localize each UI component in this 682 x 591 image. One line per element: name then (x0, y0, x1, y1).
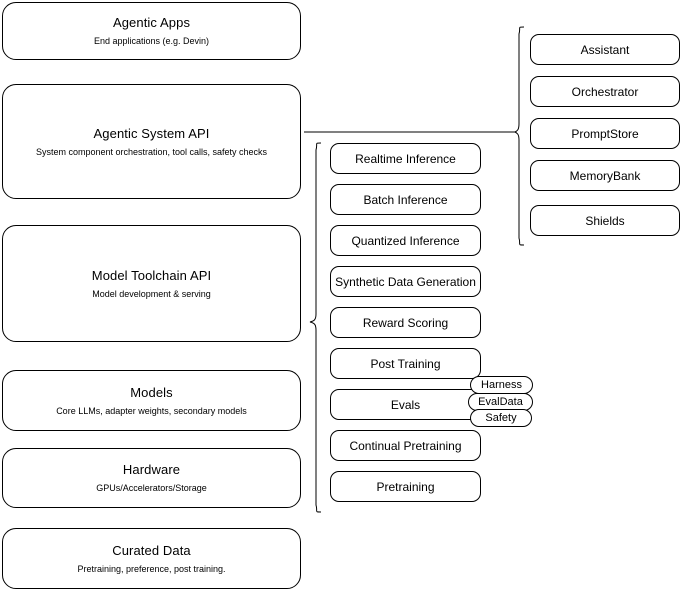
capability-label: Synthetic Data Generation (335, 274, 476, 289)
layer-title: Agentic System API (93, 125, 210, 141)
capability-reward-scoring[interactable]: Reward Scoring (330, 307, 481, 338)
eval-tag-safety[interactable]: Safety (470, 409, 532, 427)
layer-title: Model Toolchain API (91, 267, 212, 283)
component-label: Assistant (580, 42, 630, 57)
capability-synthetic-data-generation[interactable]: Synthetic Data Generation (330, 266, 481, 297)
layer-card-hardware[interactable]: Hardware GPUs/Accelerators/Storage (2, 448, 301, 508)
capability-label: Post Training (370, 356, 441, 371)
eval-tag-label: EvalData (478, 396, 523, 408)
layer-subtitle: End applications (e.g. Devin) (93, 36, 210, 46)
capability-pretraining[interactable]: Pretraining (330, 471, 481, 502)
layer-card-model-toolchain-api[interactable]: Model Toolchain API Model development & … (2, 225, 301, 342)
layer-subtitle: GPUs/Accelerators/Storage (96, 483, 207, 493)
layer-subtitle: Model development & serving (92, 288, 211, 299)
capability-evals[interactable]: Evals (330, 389, 481, 420)
layer-card-curated-data[interactable]: Curated Data Pretraining, preference, po… (2, 528, 301, 589)
brace-toolchain-capabilities (309, 142, 322, 513)
capability-realtime-inference[interactable]: Realtime Inference (330, 143, 481, 174)
capability-quantized-inference[interactable]: Quantized Inference (330, 225, 481, 256)
capability-continual-pretraining[interactable]: Continual Pretraining (330, 430, 481, 461)
brace-system-components (513, 26, 525, 246)
capability-label: Realtime Inference (355, 151, 456, 166)
component-assistant[interactable]: Assistant (530, 34, 680, 65)
capability-post-training[interactable]: Post Training (330, 348, 481, 379)
component-label: Shields (585, 213, 625, 228)
layer-title: Models (130, 384, 173, 400)
eval-tag-label: Safety (485, 412, 517, 424)
layer-card-agentic-system-api[interactable]: Agentic System API System component orch… (2, 84, 301, 199)
eval-tag-harness[interactable]: Harness (470, 376, 533, 394)
component-shields[interactable]: Shields (530, 205, 680, 236)
capability-label: Reward Scoring (362, 315, 449, 330)
capability-label: Quantized Inference (351, 233, 460, 248)
layer-subtitle: System component orchestration, tool cal… (35, 146, 268, 157)
component-label: PromptStore (571, 126, 639, 141)
layer-subtitle: Pretraining, preference, post training. (77, 563, 226, 574)
component-promptstore[interactable]: PromptStore (530, 118, 680, 149)
component-label: MemoryBank (569, 168, 641, 183)
capability-label: Pretraining (376, 479, 435, 494)
layer-title: Agentic Apps (112, 15, 191, 30)
component-label: Orchestrator (571, 84, 639, 99)
capability-label: Evals (390, 397, 421, 412)
capability-label: Batch Inference (363, 192, 448, 207)
component-memorybank[interactable]: MemoryBank (530, 160, 680, 191)
component-orchestrator[interactable]: Orchestrator (530, 76, 680, 107)
layer-card-agentic-apps[interactable]: Agentic Apps End applications (e.g. Devi… (2, 2, 301, 60)
layer-title: Hardware (122, 462, 181, 477)
eval-tag-label: Harness (481, 379, 522, 391)
layer-card-models[interactable]: Models Core LLMs, adapter weights, secon… (2, 370, 301, 431)
layer-subtitle: Core LLMs, adapter weights, secondary mo… (56, 405, 247, 416)
capability-batch-inference[interactable]: Batch Inference (330, 184, 481, 215)
layer-title: Curated Data (112, 542, 191, 558)
capability-label: Continual Pretraining (349, 438, 462, 453)
